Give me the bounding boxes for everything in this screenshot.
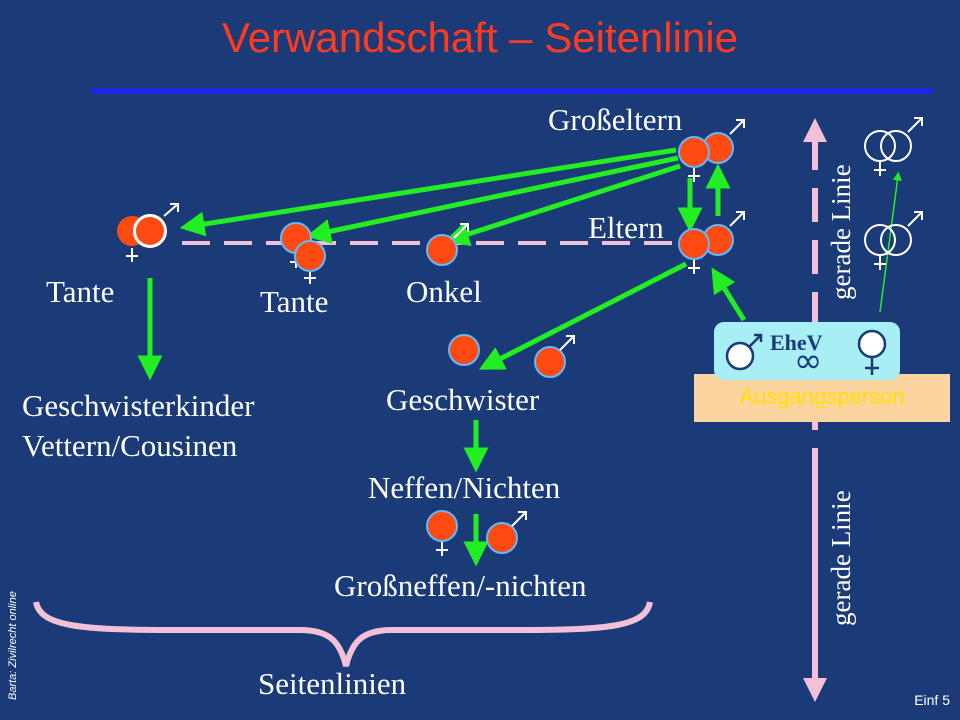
credit-text: Barta: Zivilrecht online — [7, 591, 19, 700]
label-vettern: Vettern/Cousinen — [22, 428, 238, 463]
label-geschwisterkinder: Geschwisterkinder — [22, 388, 255, 423]
title-divider — [92, 88, 932, 94]
female-symbol-icon — [436, 542, 448, 556]
label-grossneffen: Großneffen/-nichten — [334, 568, 587, 603]
arrow-to-geschwister — [478, 261, 688, 370]
label-grosseltern: Großeltern — [548, 102, 683, 137]
label-tante-mid: Tante — [260, 284, 329, 319]
arrow-to-onkel — [444, 163, 681, 247]
ehev-label: EheV — [770, 330, 823, 355]
female-symbol-icon — [126, 248, 138, 262]
male-symbol-icon — [907, 117, 923, 133]
eltern-couple — [678, 211, 745, 274]
thin-arrow-right — [879, 171, 902, 313]
label-neffen: Neffen/Nichten — [368, 470, 561, 505]
ausgangsperson-label: Ausgangsperson — [739, 384, 905, 409]
male-symbol-icon — [453, 223, 469, 239]
label-geschwister: Geschwister — [386, 382, 540, 417]
slide-number: Einf 5 — [914, 692, 950, 708]
female-symbol-icon — [857, 329, 887, 359]
ausgangsperson-box — [694, 374, 950, 422]
infinity-symbol: ∞ — [794, 341, 823, 381]
label-onkel: Onkel — [406, 274, 482, 309]
label-seitenlinien: Seitenlinien — [258, 666, 407, 701]
arrow-ego-to-eltern — [711, 267, 747, 322]
male-symbol-icon — [511, 511, 527, 527]
female-symbol-icon — [688, 168, 700, 182]
tante-left-person — [117, 203, 179, 262]
tante-mid-person — [280, 222, 326, 284]
label-tante-left: Tante — [46, 274, 115, 309]
page-title: Verwandschaft – Seitenlinie — [222, 14, 738, 61]
grosseltern-couple — [678, 119, 745, 182]
arrow-to-tante-left — [179, 147, 677, 237]
male-symbol-icon — [725, 341, 755, 371]
female-symbol-icon — [874, 162, 886, 176]
female-symbol-icon — [874, 256, 886, 270]
label-gerade-linie-top: gerade Linie — [826, 164, 856, 300]
label-gerade-linie-bottom: gerade Linie — [826, 490, 856, 626]
geschwister-persons — [448, 334, 575, 378]
arrow-to-tante-mid — [305, 155, 679, 244]
seitenlinien-brace — [33, 601, 653, 667]
male-symbol-icon — [729, 119, 745, 135]
female-symbol-icon — [688, 260, 700, 274]
male-symbol-icon — [559, 335, 575, 351]
male-symbol-icon — [163, 203, 179, 217]
male-symbol-icon — [907, 211, 923, 227]
neffen-persons — [426, 510, 527, 556]
onkel-person — [426, 223, 469, 266]
male-symbol-icon — [729, 211, 745, 227]
direct-line-couples — [864, 117, 923, 270]
female-symbol-icon — [304, 272, 316, 284]
label-eltern: Eltern — [588, 210, 664, 245]
grandparent-arrows — [137, 147, 747, 567]
